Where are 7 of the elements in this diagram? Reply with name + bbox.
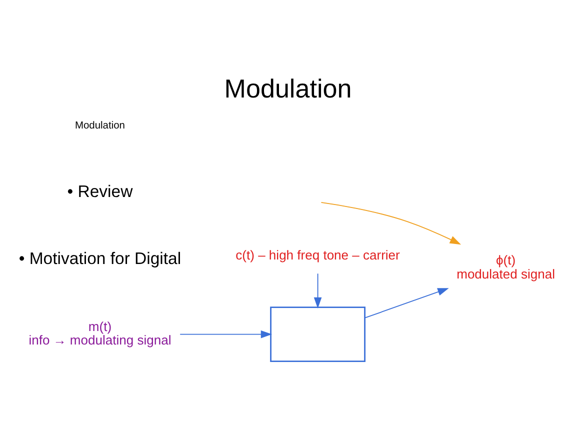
node-text: c(t) – high freq tone – carrier [236, 248, 400, 263]
label: Modulation [74, 120, 125, 132]
label: • Motivation for Digital [18, 248, 182, 268]
node-text: ϕ(t) modulated signal [456, 252, 556, 282]
diagram-title: Modulation [224, 73, 352, 104]
label: • Review [67, 182, 133, 201]
node-text: m(t) info → modulating signal [28, 318, 172, 348]
